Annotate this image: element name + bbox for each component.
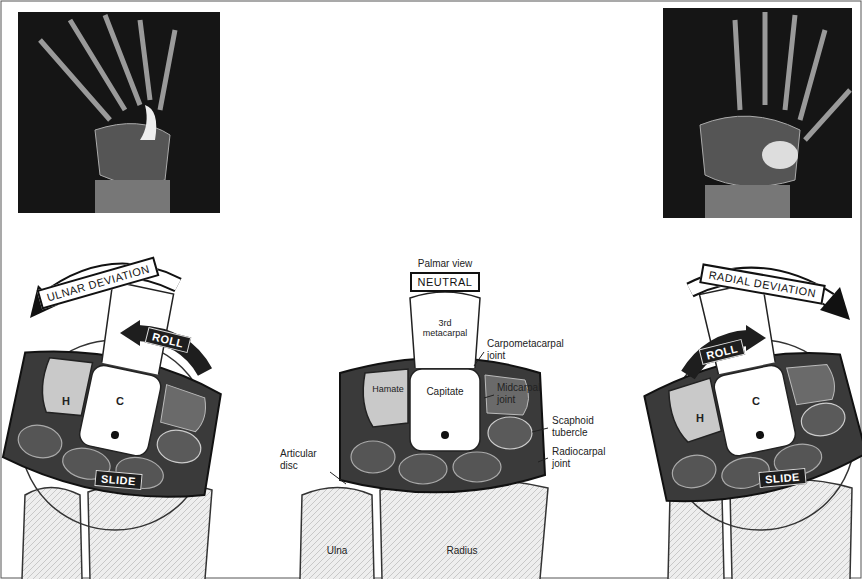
xray-photo: [18, 12, 220, 213]
part-label: Carpometacarpal joint: [487, 338, 577, 361]
part-label: Articular disc: [280, 448, 330, 471]
wrist-neutral: [330, 292, 548, 492]
box-text: ROLL: [151, 330, 185, 349]
box-text: ROLL: [705, 342, 739, 361]
part-label: Capitate: [426, 386, 463, 398]
roll-arrow-label: ROLL: [699, 339, 746, 365]
part-label: Hamate: [372, 384, 404, 394]
part-label: Ulna: [327, 545, 348, 557]
part-label: Scaphoid tubercle: [552, 415, 614, 438]
part-label: 3rd metacarpal: [417, 318, 473, 339]
box-text: SLIDE: [764, 471, 800, 486]
direction-label: RADIAL DEVIATION: [699, 263, 825, 304]
xray-photo: [663, 8, 852, 218]
part-label: Radius: [446, 545, 477, 557]
box-text: SLIDE: [100, 473, 136, 488]
box-text: ULNAR DEVIATION: [45, 263, 151, 304]
direction-label: ULNAR DEVIATION: [37, 257, 160, 310]
wrist-ulnar: [0, 266, 244, 530]
wrist-radial: [626, 267, 862, 530]
direction-label: NEUTRAL: [410, 272, 481, 292]
slide-label: SLIDE: [94, 470, 142, 490]
part-label: Palmar view: [418, 258, 472, 270]
part-label: H: [62, 395, 70, 408]
box-text: NEUTRAL: [418, 276, 473, 288]
part-label: Midcarpal joint: [497, 382, 547, 405]
part-label: C: [752, 395, 760, 408]
box-text: RADIAL DEVIATION: [707, 269, 816, 300]
roll-arrow-label: ROLL: [145, 327, 192, 353]
part-label: C: [116, 395, 124, 408]
slide-label: SLIDE: [758, 468, 806, 488]
part-label: H: [696, 412, 704, 425]
part-label: Radiocarpal joint: [552, 446, 614, 469]
